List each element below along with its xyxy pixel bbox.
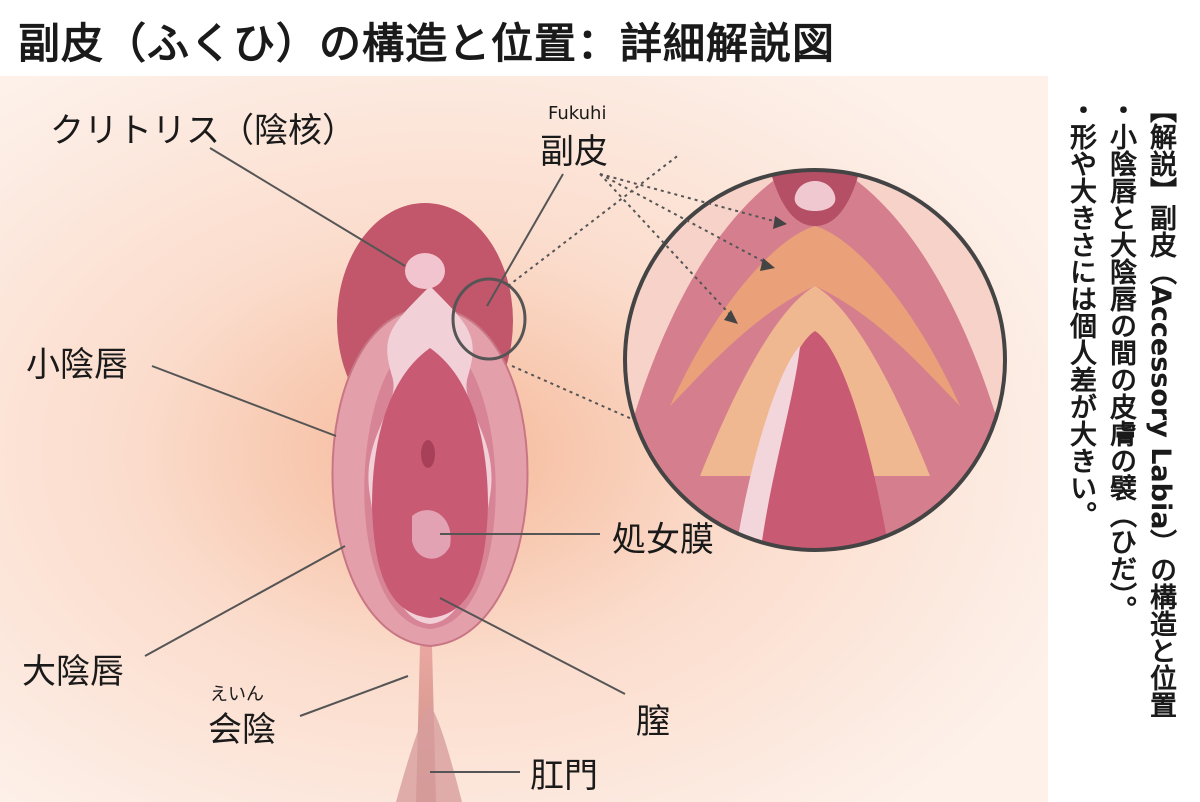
zoom-highlight xyxy=(735,346,800,550)
fukuhi-arrow-2 xyxy=(599,173,773,267)
leader-labia-minora xyxy=(151,365,337,437)
clitoris-glans xyxy=(405,253,445,289)
ruby-perineum: えいん xyxy=(210,684,264,705)
leader-labia-majora xyxy=(144,545,346,657)
fukuhi-marker-circle xyxy=(451,277,527,361)
fukuhi-arrowhead-3 xyxy=(724,310,738,324)
label-fukuhi: 副皮 xyxy=(540,132,608,172)
explanation-point-1: ・小陰唇と大陰唇の間の皮膚の襞（ひだ）。 xyxy=(1105,96,1136,623)
label-vagina: 膣 xyxy=(636,702,670,742)
vestibule xyxy=(372,348,488,618)
label-anus: 肛門 xyxy=(530,756,598,796)
zoom-connector-top xyxy=(507,153,681,287)
fukuhi-arrowhead-2 xyxy=(760,258,775,271)
anatomy-illustration xyxy=(0,76,1048,802)
zoom-inset xyxy=(599,168,1007,552)
urethra xyxy=(421,440,435,468)
diagram-canvas xyxy=(0,76,1048,802)
leader-perineum xyxy=(299,675,409,717)
explanation-point-2: ・形や大きさには個人差が大きい。 xyxy=(1065,96,1096,528)
hymen-shape xyxy=(412,510,451,559)
zoom-clitoris xyxy=(794,181,836,211)
fukuhi-arrow-3 xyxy=(599,173,737,322)
page-title: 副皮（ふくひ）の構造と位置：詳細解説図 xyxy=(18,19,836,68)
anus-shape xyxy=(396,706,462,802)
explanation-heading: 【解説】副皮（Accessory Labia）の構造と位置 xyxy=(1145,96,1176,719)
label-hymen: 処女膜 xyxy=(612,520,714,560)
zoom-vestibule xyxy=(740,331,890,550)
fukuhi-arrowhead-1 xyxy=(773,216,787,229)
label-clitoris: クリトリス（陰核） xyxy=(50,111,356,151)
leader-vagina xyxy=(439,597,626,695)
label-labia-majora: 大陰唇 xyxy=(22,652,124,692)
ruby-fukuhi: Fukuhi xyxy=(548,103,607,124)
vulva-illustration xyxy=(331,203,529,648)
leader-fukuhi xyxy=(486,173,564,307)
label-labia-minora: 小陰唇 xyxy=(26,345,128,385)
leader-clitoris xyxy=(209,147,406,267)
label-perineum: 会陰 xyxy=(208,710,276,750)
